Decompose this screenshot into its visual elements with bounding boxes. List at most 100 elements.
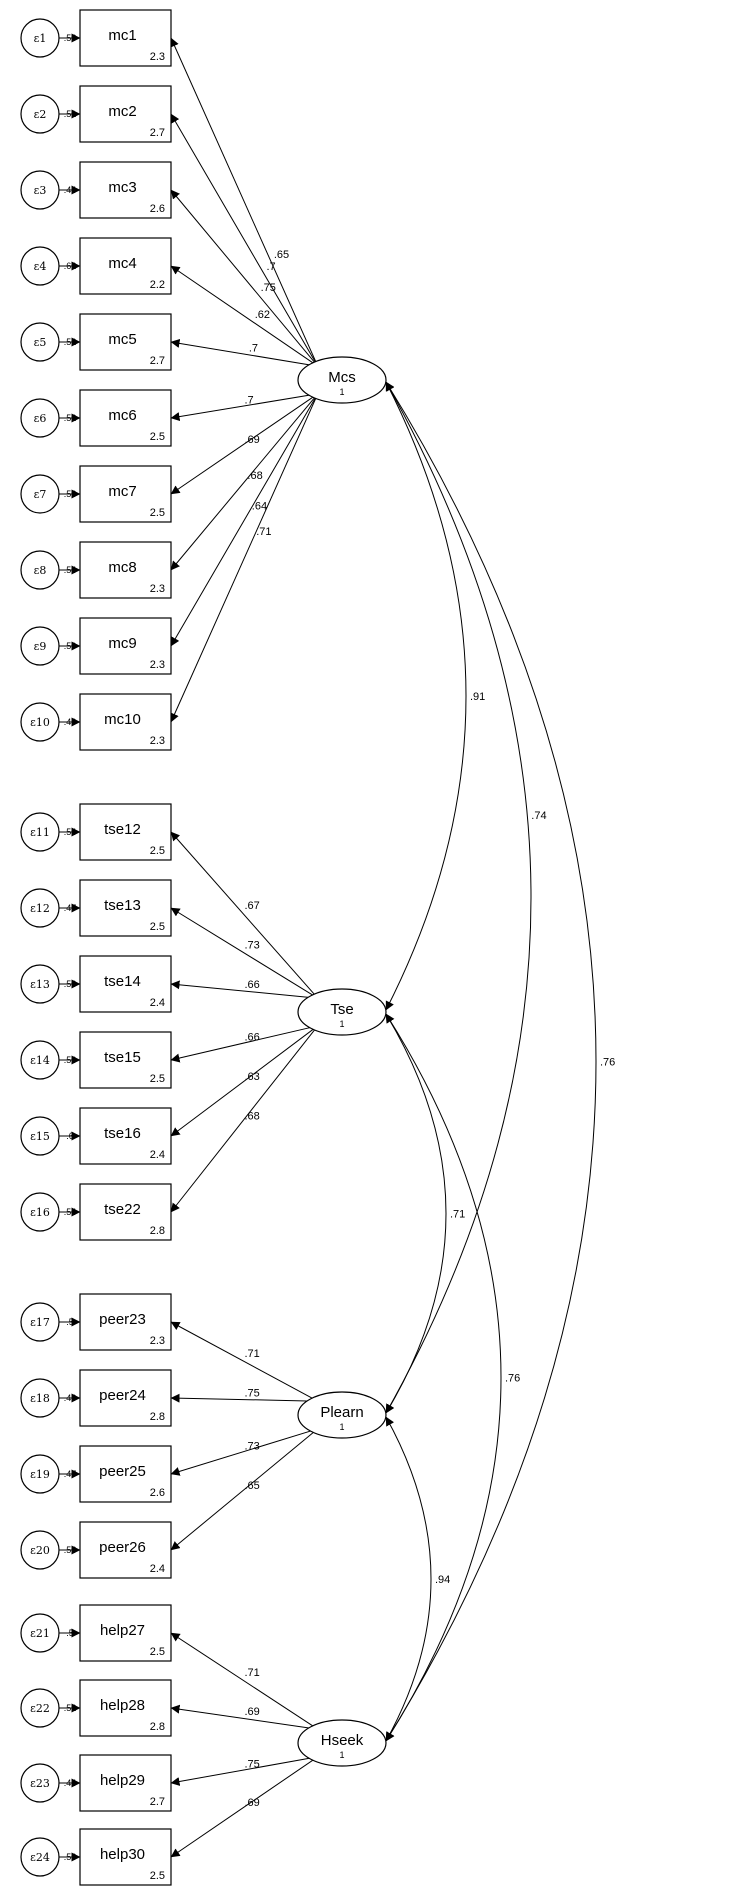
indicator-box [79,693,172,751]
latent-label: Tse [330,1001,353,1018]
indicator-box [79,541,172,599]
error-variance-label: .59 [64,641,77,651]
indicator-label: mc1 [108,27,136,44]
indicator-label: mc4 [108,255,136,272]
indicator-intercept: 2.6 [150,203,165,215]
loading-label: .65 [274,249,289,261]
loading-label: .65 [244,1480,259,1492]
indicator-intercept: 2.5 [150,431,165,443]
latent-label: Mcs [328,369,356,386]
indicator-label: tse22 [104,1201,141,1218]
indicator-label: tse13 [104,897,141,914]
indicator-intercept: 2.8 [150,1225,165,1237]
indicator-intercept: 2.8 [150,1721,165,1733]
indicator-label: peer23 [99,1311,146,1328]
latent-label: Hseek [321,1732,364,1749]
error-term-label: ε11 [30,826,50,839]
loading-path [170,393,319,571]
error-term-label: ε8 [34,564,47,577]
indicator-intercept: 2.6 [150,1487,165,1499]
indicator-intercept: 2.8 [150,1411,165,1423]
error-term-label: ε13 [30,978,50,991]
indicator-intercept: 2.5 [150,1870,165,1882]
error-term-label: ε9 [34,640,47,653]
loading-path [170,907,319,999]
indicator-label: mc5 [108,331,136,348]
indicator-intercept: 2.7 [150,355,165,367]
loading-label: .69 [244,1706,259,1718]
loading-label: .68 [244,1111,259,1123]
indicator-label: help27 [100,1622,145,1639]
indicator-label: mc3 [108,179,136,196]
error-term-label: ε5 [34,336,47,349]
error-term-label: ε4 [34,260,47,273]
covariance-path [385,381,597,1742]
error-variance-label: .56 [64,1055,77,1065]
loading-path [170,1428,319,1551]
covariance-label: .76 [505,1373,520,1385]
error-variance-label: .52 [64,1703,77,1713]
error-variance-label: .56 [64,979,77,989]
loading-path [170,1393,318,1403]
loading-path [170,1756,318,1786]
error-term-label: ε10 [30,716,50,729]
indicator-intercept: 2.4 [150,1149,165,1161]
indicator-box [79,617,172,675]
error-variance-label: .54 [64,827,77,837]
loading-label: .7 [249,342,258,354]
loading-label: .63 [244,1071,259,1083]
indicator-box [79,85,172,143]
error-variance-label: .51 [64,109,77,119]
latent-label: Plearn [320,1404,363,1421]
error-term-label: ε20 [30,1544,50,1557]
indicator-intercept: 2.3 [150,1335,165,1347]
indicator-box [79,389,172,447]
indicator-intercept: 2.2 [150,279,165,291]
loading-label: .75 [261,282,276,294]
indicator-intercept: 2.5 [150,845,165,857]
indicator-box [79,1521,172,1579]
loading-path [170,1428,318,1476]
indicator-intercept: 2.3 [150,735,165,747]
covariance-path [385,1013,502,1742]
latent-plearn-ellipse [297,1391,387,1439]
error-variance-label: .58 [64,1545,77,1555]
indicator-label: tse16 [104,1125,141,1142]
loading-path [170,1025,318,1063]
error-term-label: ε6 [34,412,47,425]
latent-variance: 1 [339,1750,344,1760]
error-variance-label: .62 [64,261,77,271]
error-term-label: ε22 [30,1702,50,1715]
error-term-label: ε24 [30,1851,50,1864]
indicator-label: help29 [100,1772,145,1789]
covariance-layer: .91.74.76.71.76.94 [385,381,615,1742]
loading-label: .7 [266,261,275,273]
error-term-label: ε23 [30,1777,50,1790]
indicator-layer: mc12.3ε1.58mc22.7ε2.51mc32.6ε3.44mc42.2ε… [20,9,172,1886]
indicator-intercept: 2.4 [150,997,165,1009]
indicator-intercept: 2.3 [150,583,165,595]
indicator-label: peer24 [99,1387,146,1404]
loading-path [170,113,319,367]
loading-path [170,393,319,723]
loading-path [170,1321,319,1402]
error-variance-label: .52 [64,337,77,347]
loading-path [170,1704,318,1730]
covariance-label: .71 [450,1209,465,1221]
error-variance-label: .54 [64,1207,77,1217]
error-variance-label: .53 [64,1852,77,1862]
error-term-label: ε15 [30,1130,50,1143]
error-term-label: ε19 [30,1468,50,1481]
latent-mcs-ellipse [297,356,387,404]
loading-label: .69 [244,434,259,446]
loading-path [170,1025,319,1213]
covariance-path [385,381,467,1011]
error-variance-label: .54 [64,565,77,575]
loading-label: .7 [244,394,253,406]
indicator-label: peer26 [99,1539,146,1556]
error-variance-label: .58 [64,33,77,43]
loading-path [170,831,319,999]
error-term-label: ε14 [30,1054,50,1067]
indicator-box [79,1828,172,1886]
indicator-label: mc8 [108,559,136,576]
